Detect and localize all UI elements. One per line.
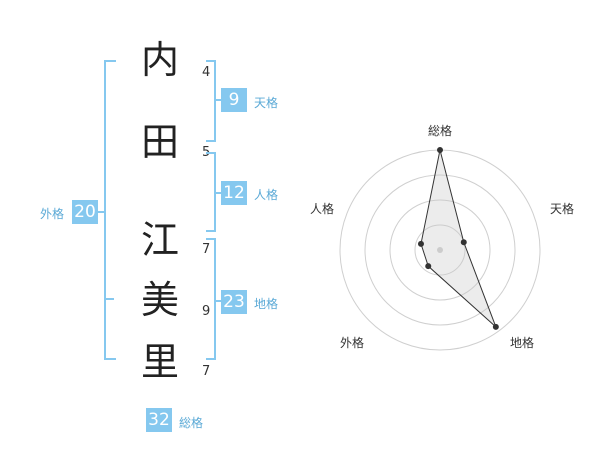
- radar-grid-ring: [414, 224, 466, 276]
- gaikaku-label: 外格: [40, 207, 65, 221]
- radar-axis-label-chikaku: 地格: [510, 336, 535, 350]
- jinkaku-value: 12: [221, 181, 247, 205]
- jinkaku-connector: [216, 192, 222, 194]
- radar-grid-ring: [389, 199, 491, 301]
- tenkaku-value: 9: [221, 88, 247, 112]
- radar-point-5: [417, 240, 424, 247]
- radar-series-polygon: [420, 149, 497, 328]
- radar-point-1: [437, 147, 443, 153]
- chikaku-bracket: [206, 238, 216, 360]
- radar-point-4: [425, 263, 432, 270]
- chikaku-label: 地格: [254, 297, 279, 311]
- radar-axis-label-gaikaku: 外格: [340, 336, 365, 350]
- gaikaku-bracket: [104, 60, 116, 360]
- stroke-count-4: 9: [202, 304, 211, 319]
- chikaku-value: 23: [221, 290, 247, 314]
- stroke-count-5: 7: [202, 364, 211, 379]
- name-char-5: 里: [140, 340, 179, 384]
- jinkaku-bracket: [206, 152, 216, 232]
- gaikaku-connector: [98, 211, 106, 213]
- radar-grid-ring: [364, 174, 516, 326]
- radar-point-3: [492, 323, 499, 330]
- tenkaku-bracket: [206, 60, 216, 142]
- gaikaku-bracket-mid: [104, 298, 114, 300]
- stroke-count-3: 7: [202, 242, 211, 257]
- radar-point-2: [460, 239, 467, 246]
- radar-axis-label-tenkaku: 天格: [550, 202, 575, 216]
- tenkaku-connector: [216, 99, 222, 101]
- stroke-count-1: 4: [202, 65, 211, 80]
- jinkaku-label: 人格: [254, 188, 279, 202]
- name-char-2: 田: [140, 120, 179, 164]
- soukaku-label: 総格: [179, 416, 204, 430]
- gaikaku-value: 20: [72, 200, 98, 224]
- radar-axis-label-soukaku: 総格: [428, 124, 453, 138]
- radar-axis-label-jinkaku: 人格: [310, 202, 335, 216]
- tenkaku-label: 天格: [254, 96, 279, 110]
- name-char-3: 江: [140, 218, 179, 262]
- name-char-1: 内: [140, 38, 179, 82]
- chikaku-connector: [216, 300, 222, 302]
- radar-center-dot: [437, 247, 443, 253]
- name-char-4: 美: [140, 278, 179, 322]
- soukaku-value: 32: [146, 408, 172, 432]
